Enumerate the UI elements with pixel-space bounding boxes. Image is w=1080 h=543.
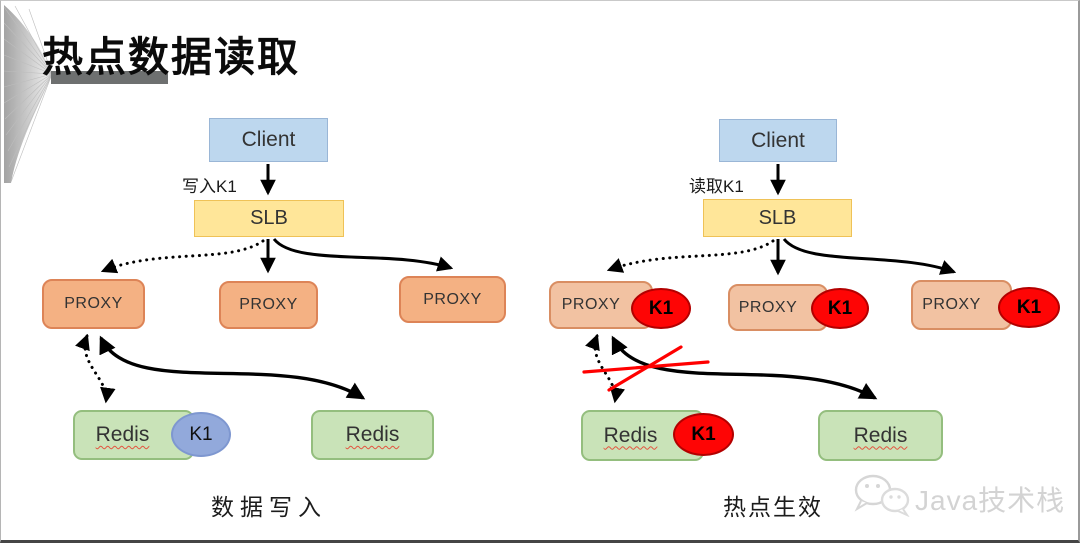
redis-label: Redis	[95, 423, 150, 446]
flow-label-left: 写入K1	[182, 177, 237, 196]
arrow-slb-to-proxy3-left	[272, 237, 454, 272]
badge-label: K1	[648, 297, 674, 319]
client-label: Client	[751, 128, 805, 152]
proxy-label: PROXY	[738, 298, 798, 316]
caption-left: 数据写入	[211, 494, 327, 520]
proxy3-node-left: PROXY	[399, 276, 506, 323]
proxy3-node-right: PROXY	[911, 280, 1012, 330]
client-node-right: Client	[719, 119, 837, 162]
badge-label: K1	[691, 423, 716, 445]
client-node-left: Client	[209, 118, 328, 162]
proxy-label: PROXY	[922, 296, 981, 313]
badge-label: K1	[827, 297, 853, 319]
slb-label: SLB	[250, 207, 288, 229]
redis2-node-right: Redis	[818, 410, 943, 461]
flow-label-right: 读取K1	[689, 177, 744, 196]
title-underline-bar	[51, 71, 168, 84]
arrow-slb-to-proxy1-right-dotted	[606, 239, 775, 273]
k1-badge-blue: K1	[171, 412, 231, 457]
badge-label: K1	[1016, 296, 1042, 318]
arrow-slb-to-proxy1-left-dotted	[100, 239, 265, 274]
slb-node-right: SLB	[703, 199, 852, 237]
proxy-label: PROXY	[561, 296, 621, 313]
proxy1-node-left: PROXY	[42, 279, 145, 329]
redis2-node-left: Redis	[311, 410, 434, 460]
redis-label: Redis	[853, 423, 908, 447]
arrow-proxy1-redis1-right-dotted	[585, 333, 626, 404]
arrow-proxy1-redis2-right	[611, 335, 878, 400]
badge-label: K1	[189, 423, 213, 445]
slb-label: SLB	[758, 206, 797, 229]
watermark-text: Java技术栈	[915, 485, 1066, 516]
redis-label: Redis	[345, 423, 400, 446]
proxy-label: PROXY	[239, 296, 298, 313]
k1-badge-red-proxy2: K1	[811, 288, 869, 329]
slb-node-left: SLB	[194, 200, 344, 237]
k1-badge-red-redis: K1	[673, 413, 734, 456]
proxy2-node-left: PROXY	[219, 281, 318, 329]
k1-badge-red-proxy3: K1	[998, 287, 1060, 328]
proxy-label: PROXY	[423, 290, 482, 308]
proxy-label: PROXY	[64, 295, 123, 312]
arrow-proxy1-redis1-left-dotted	[75, 333, 116, 404]
wechat-icon	[854, 474, 910, 517]
page-title: 热点数据读取	[42, 34, 300, 80]
arrow-slb-to-proxy3-right	[782, 237, 957, 275]
red-cross-block	[582, 345, 710, 392]
arrow-proxy1-redis2-left	[99, 335, 366, 400]
client-label: Client	[241, 128, 296, 151]
caption-right: 热点生效	[723, 494, 823, 520]
k1-badge-red-proxy1: K1	[631, 288, 691, 329]
redis1-node-right: Redis	[581, 410, 704, 461]
redis-label: Redis	[603, 423, 658, 447]
